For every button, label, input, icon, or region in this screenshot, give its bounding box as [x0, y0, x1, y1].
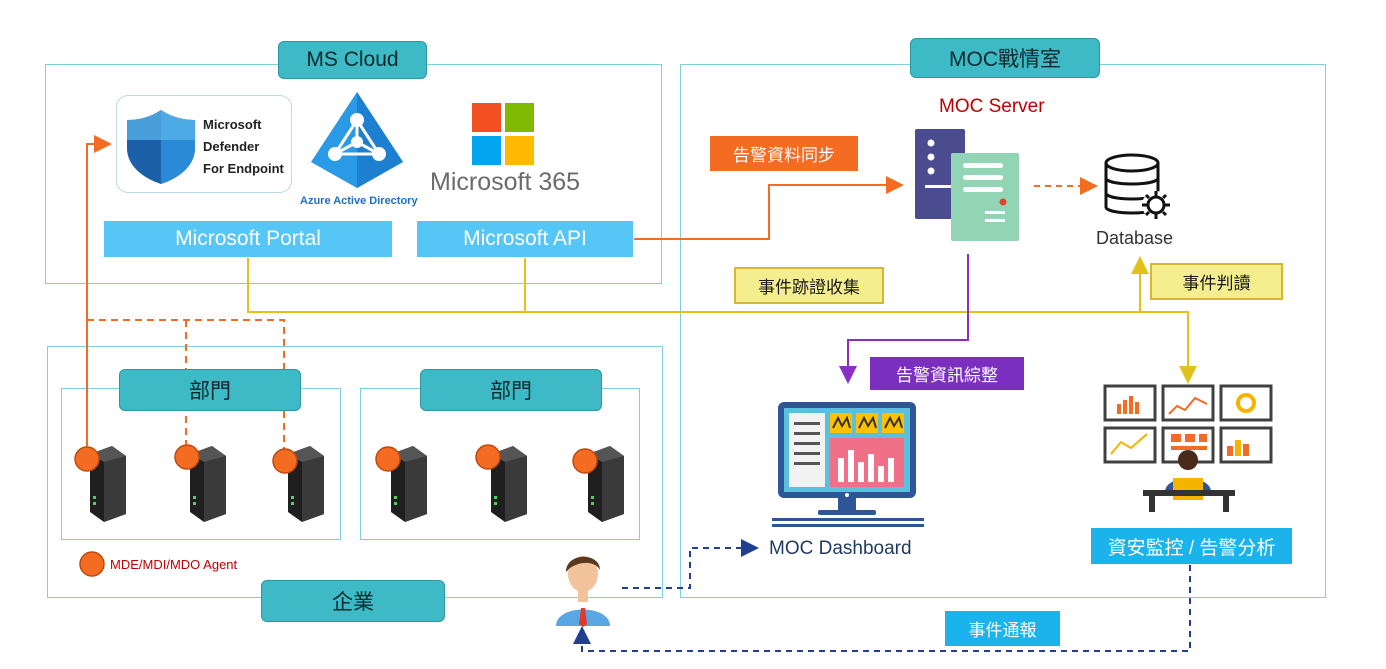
agent-dot — [572, 448, 598, 474]
moc-dashboard-label: MOC Dashboard — [769, 538, 912, 559]
ms-cloud-title: MS Cloud — [278, 41, 427, 79]
evidence-collect-tag: 事件跡證收集 — [734, 267, 884, 304]
person-icon — [556, 556, 610, 627]
moc-server-label: MOC Server — [939, 96, 1045, 117]
tower-server-icon — [174, 444, 226, 522]
database-label: Database — [1096, 228, 1174, 248]
microsoft-logo-icon — [472, 103, 534, 165]
agent-dot — [475, 444, 501, 470]
analysis-box: 資安監控 / 告警分析 — [1091, 528, 1292, 564]
agent-legend-label: MDE/MDI/MDO Agent — [110, 557, 238, 572]
enterprise-title: 企業 — [261, 580, 445, 622]
agent-dot — [272, 448, 298, 474]
event-report-tag: 事件通報 — [945, 611, 1060, 646]
m365-label: Microsoft 365 — [430, 168, 581, 196]
server-icon — [915, 129, 1019, 241]
event-judgement-tag: 事件判讀 — [1150, 263, 1283, 300]
microsoft-api: Microsoft API — [417, 221, 633, 257]
tower-server-icon — [272, 446, 324, 522]
agent-dot — [74, 446, 100, 472]
defender-card: Microsoft Defender For Endpoint — [116, 95, 292, 193]
analyst-station-icon — [1103, 384, 1273, 512]
tower-server-icon — [74, 446, 126, 522]
moc-room-title: MOC戰情室 — [910, 38, 1100, 78]
dept-b-title: 部門 — [420, 369, 602, 411]
agent-dot — [375, 446, 401, 472]
tower-server-icon — [475, 444, 527, 522]
tower-server-icon — [572, 446, 624, 522]
azure-ad-label: Azure Active Directory — [300, 195, 418, 207]
shield-icon — [127, 110, 195, 184]
tower-server-icon — [375, 446, 427, 522]
database-icon — [1104, 153, 1170, 219]
dept-a-title: 部門 — [119, 369, 301, 411]
alert-sync-tag: 告警資料同步 — [710, 136, 858, 171]
dashboard-monitor-icon — [772, 402, 924, 527]
agent-dot — [174, 444, 200, 470]
azure-ad-icon — [311, 92, 403, 188]
microsoft-portal: Microsoft Portal — [104, 221, 392, 257]
agent-legend-dot-icon — [79, 551, 105, 577]
alert-summary-tag: 告警資訊綜整 — [870, 357, 1024, 390]
